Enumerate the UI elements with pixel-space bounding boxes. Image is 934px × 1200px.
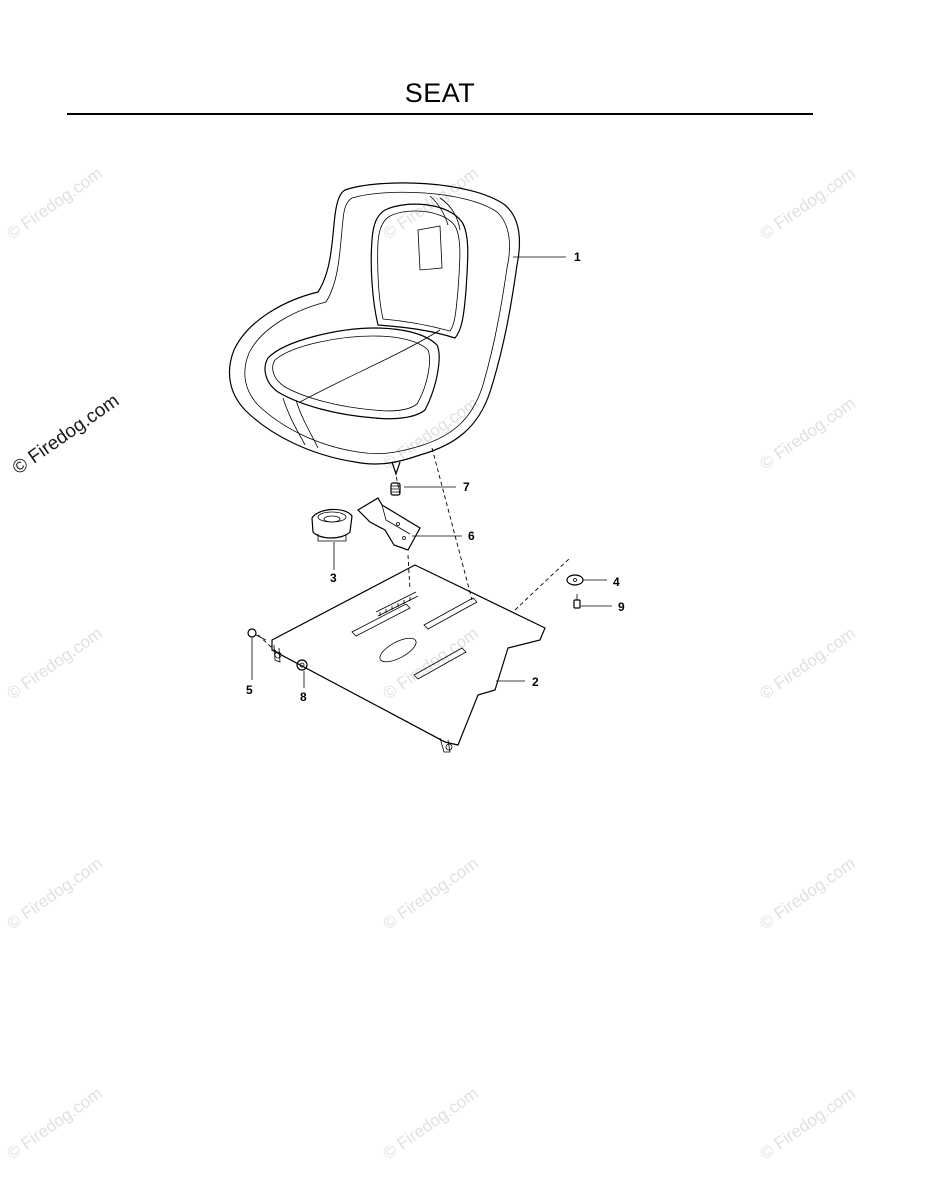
- base-plate-part: [271, 564, 546, 753]
- nut-part: [296, 659, 308, 671]
- callouts: 1 2 3 4 5 6 7 8 9: [246, 250, 625, 704]
- watermark: © Firedog.com: [379, 394, 481, 474]
- screw-part: [573, 594, 581, 609]
- bracket-part: [357, 497, 421, 551]
- watermark: © Firedog.com: [756, 164, 858, 244]
- callout-8: 8: [300, 690, 307, 704]
- callout-7: 7: [463, 480, 470, 494]
- callout-6: 6: [468, 529, 475, 543]
- callout-1: 1: [574, 250, 581, 264]
- watermark: © Firedog.com: [379, 624, 481, 704]
- callout-3: 3: [330, 571, 337, 585]
- watermark-prominent: © Firedog.com: [9, 390, 123, 479]
- washer-part: [566, 574, 584, 586]
- watermark: © Firedog.com: [379, 1084, 481, 1164]
- watermark: © Firedog.com: [3, 624, 105, 704]
- title-underline: [67, 113, 813, 115]
- watermark: © Firedog.com: [756, 624, 858, 704]
- assembly-lines: [257, 447, 571, 656]
- watermark: © Firedog.com: [756, 394, 858, 474]
- switch-part: [311, 508, 353, 542]
- callout-4: 4: [613, 575, 620, 589]
- watermark: © Firedog.com: [756, 854, 858, 934]
- leader-lines: [251, 256, 612, 688]
- spring-part: [390, 482, 401, 496]
- watermark: © Firedog.com: [3, 854, 105, 934]
- seat-cushion-part: [228, 182, 521, 476]
- watermark: © Firedog.com: [3, 1084, 105, 1164]
- watermark-layer: © Firedog.com © Firedog.com © Firedog.co…: [3, 164, 858, 1164]
- watermark: © Firedog.com: [379, 854, 481, 934]
- callout-2: 2: [532, 675, 539, 689]
- callout-5: 5: [246, 683, 253, 697]
- watermark: © Firedog.com: [756, 1084, 858, 1164]
- watermark: © Firedog.com: [3, 164, 105, 244]
- callout-9: 9: [618, 600, 625, 614]
- bolt-part: [247, 628, 267, 641]
- watermark: © Firedog.com: [379, 164, 481, 244]
- page-title: SEAT: [404, 78, 476, 108]
